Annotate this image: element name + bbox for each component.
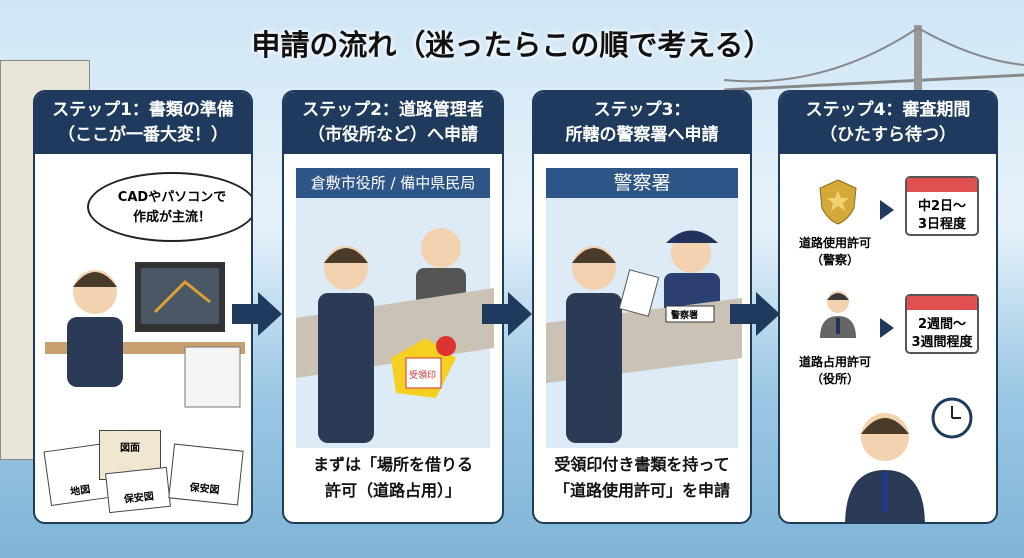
police-station-label: 警察署 bbox=[546, 168, 738, 198]
page-title: 申請の流れ（迷ったらこの順で考える） bbox=[251, 28, 773, 62]
permit-name: 道路使用許可 bbox=[798, 236, 871, 250]
office-permit-label: 道路占用許可 （役所） bbox=[780, 354, 890, 388]
permit-org: （役所） bbox=[810, 372, 859, 386]
step-4-subtitle: （ひたすら待つ） bbox=[820, 125, 956, 145]
clock-icon bbox=[931, 397, 973, 439]
permit-org: （警察） bbox=[810, 253, 859, 267]
speech-bubble: CADやパソコンで 作成が主流！ bbox=[87, 172, 251, 242]
permit-name: 道路占用許可 bbox=[798, 355, 871, 369]
step-1-card: ステップ1：書類の準備 （ここが一番大変！） CADやパソコンで 作成が主流！ … bbox=[33, 90, 253, 524]
doc-safety-plan: 保安図 bbox=[105, 466, 171, 514]
step-4-card: ステップ4：審査期間 （ひたすら待つ） 中2日〜 3日程度 道路使用許可 （警察… bbox=[778, 90, 998, 524]
step-4-title: ステップ4：審査期間 bbox=[805, 100, 971, 120]
police-counter-scene: 警察署 bbox=[546, 198, 742, 448]
arrow-right-icon bbox=[730, 292, 780, 336]
step-3-header: ステップ3： 所轄の警察署へ申請 bbox=[534, 92, 750, 154]
step-1-header: ステップ1：書類の準備 （ここが一番大変！） bbox=[35, 92, 251, 154]
step-2-title: ステップ2：道路管理者 bbox=[302, 100, 484, 120]
nameplate-label: 警察署 bbox=[671, 309, 698, 321]
arrow-right-icon bbox=[232, 292, 282, 336]
caption-line-2: 許可（道路占用）」 bbox=[324, 481, 461, 500]
step-3-title: ステップ3： bbox=[593, 100, 691, 120]
step-2-caption: まずは「場所を借りる 許可（道路占用）」 bbox=[284, 452, 502, 504]
period-line-2: 3日程度 bbox=[917, 217, 967, 232]
step-1-title: ステップ1：書類の準備 bbox=[52, 100, 234, 120]
police-badge-icon bbox=[819, 179, 857, 225]
step-3-caption: 受領印付き書類を持って 「道路使用許可」を申請 bbox=[534, 452, 750, 504]
counter-scene: 受領印 bbox=[296, 198, 494, 448]
step-2-card: ステップ2：道路管理者 （市役所など）へ申請 倉敷市役所 / 備中県民局 受領印… bbox=[282, 90, 504, 524]
official-person-icon bbox=[820, 291, 856, 338]
applicant-and-officer-illustration: 警察署 bbox=[546, 230, 742, 443]
doc-safety-plan-2: 保安図 bbox=[168, 443, 244, 506]
arrow-right-icon bbox=[482, 292, 532, 336]
guide-person-illustration bbox=[845, 413, 925, 522]
step-3-subtitle: 所轄の警察署へ申請 bbox=[565, 125, 719, 145]
police-permit-label: 道路使用許可 （警察） bbox=[780, 235, 890, 269]
office-label: 倉敷市役所 / 備中県民局 bbox=[296, 168, 490, 198]
step-3-card: ステップ3： 所轄の警察署へ申請 警察署 警察署 受領印付き書類を持って 「道路… bbox=[532, 90, 752, 524]
stamp-label: 受領印 bbox=[409, 369, 436, 381]
arrow-right-icon bbox=[880, 318, 894, 338]
applicant-and-clerk-illustration: 受領印 bbox=[296, 228, 494, 443]
calendar-office-period: 2週間〜 3週間程度 bbox=[905, 294, 979, 354]
period-line-1: 中2日〜 bbox=[917, 199, 967, 214]
caption-line-2: 「道路使用許可」を申請 bbox=[553, 481, 730, 500]
caption-line-1: まずは「場所を借りる bbox=[312, 455, 473, 474]
calendar-police-period: 中2日〜 3日程度 bbox=[905, 176, 979, 236]
person-at-computer-illustration bbox=[45, 262, 245, 408]
bridge-illustration bbox=[724, 25, 1024, 95]
caption-line-1: 受領印付き書類を持って bbox=[554, 455, 730, 474]
step-2-subtitle: （市役所など）へ申請 bbox=[308, 125, 478, 145]
bubble-line-1: CADやパソコンで bbox=[117, 190, 227, 205]
arrow-right-icon bbox=[880, 200, 894, 220]
period-line-2: 3週間程度 bbox=[911, 335, 973, 350]
step-4-header: ステップ4：審査期間 （ひたすら待つ） bbox=[780, 92, 996, 154]
bubble-line-2: 作成が主流！ bbox=[132, 210, 211, 225]
step-2-header: ステップ2：道路管理者 （市役所など）へ申請 bbox=[284, 92, 502, 154]
period-line-1: 2週間〜 bbox=[917, 317, 967, 332]
step-1-subtitle: （ここが一番大変！） bbox=[58, 125, 228, 145]
